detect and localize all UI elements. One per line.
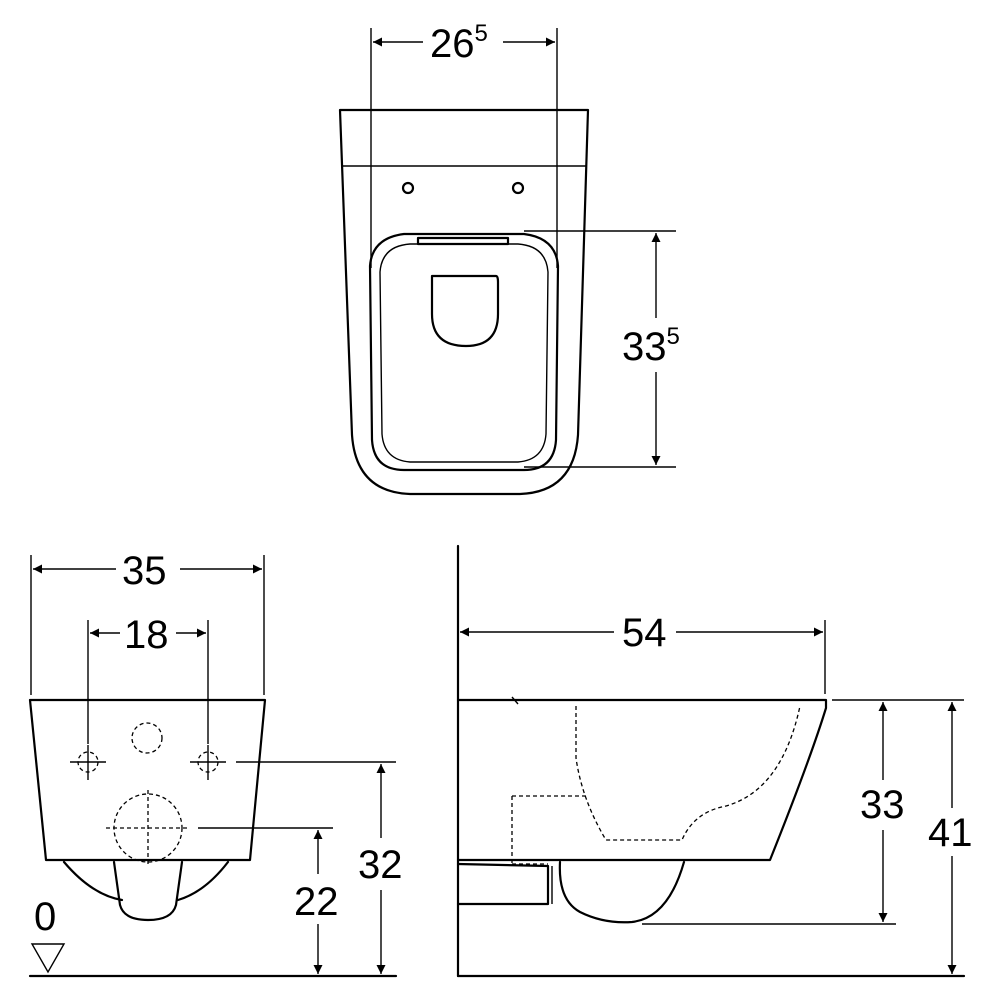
side-total-height-label: 41 [928, 811, 973, 855]
front-view: 35 18 32 22 0 [28, 549, 403, 978]
top-view: 265 335 [338, 20, 680, 496]
front-outlet-height-label: 22 [294, 880, 339, 924]
side-view-foot [558, 860, 686, 924]
front-view-foot [112, 860, 184, 922]
front-flush-inlet [131, 722, 163, 754]
seat-hinge-plate [416, 236, 510, 246]
hinge-hole-left [401, 181, 415, 195]
floor-label: 0 [34, 895, 56, 939]
front-bolt-height-label: 32 [358, 843, 403, 887]
side-view-base [456, 862, 550, 906]
side-projection-label: 54 [622, 611, 667, 655]
seat-lid-inner [379, 243, 549, 463]
side-view-outline [456, 698, 828, 862]
bowl-opening [430, 274, 500, 348]
top-depth-label: 335 [622, 323, 680, 369]
front-view-base [62, 860, 124, 902]
top-width-label: 265 [430, 20, 488, 66]
front-view-outline [28, 698, 267, 862]
side-rim-height-label: 33 [860, 783, 905, 827]
hinge-hole-right [511, 181, 525, 195]
front-width-label: 35 [122, 549, 167, 593]
side-view-seat-line [511, 696, 519, 705]
floor-level-symbol [30, 943, 66, 974]
top-view-outline [338, 108, 590, 496]
front-bolt-spacing-label: 18 [124, 613, 169, 657]
side-view-trap [511, 795, 586, 865]
front-view-base-right [176, 860, 230, 902]
seat-lid-outline [368, 232, 560, 472]
side-view: 54 33 41 [456, 544, 973, 978]
side-view-bowl-interior [575, 705, 801, 841]
